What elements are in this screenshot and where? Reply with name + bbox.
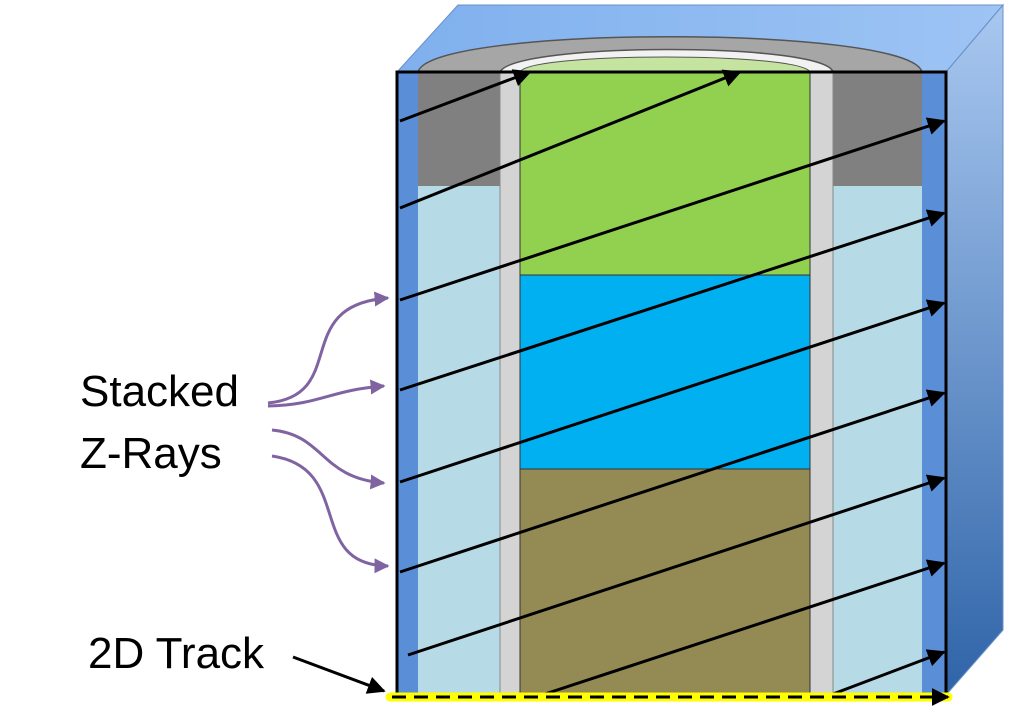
callout-curve — [271, 428, 386, 490]
z-rays-label: Z-Rays — [80, 429, 222, 478]
z-ray — [399, 299, 946, 484]
cylinder-top-fuel — [519, 56, 811, 73]
z-ray — [399, 389, 946, 574]
track-label: 2D Track — [88, 629, 265, 678]
callout-curves — [267, 291, 390, 574]
z-rays — [399, 69, 946, 696]
gas-gap-right — [833, 72, 922, 186]
z-ray — [544, 559, 946, 696]
gas-gap-left — [418, 72, 500, 186]
z-ray — [407, 474, 946, 657]
z-ray — [399, 69, 742, 210]
fuel-region-bottom — [519, 468, 811, 698]
fuel-region-top — [519, 71, 811, 276]
track-callout-arrow — [292, 655, 386, 694]
box-side-face — [945, 3, 1004, 697]
z-ray — [399, 117, 946, 302]
z-ray — [832, 649, 946, 696]
callout-curve — [271, 454, 390, 574]
callout-curve — [267, 291, 390, 405]
fuel-region-middle — [519, 274, 811, 470]
z-ray — [399, 69, 532, 123]
callout-curve — [267, 379, 386, 408]
z-ray — [399, 209, 946, 392]
stacked-label: Stacked — [80, 367, 239, 416]
